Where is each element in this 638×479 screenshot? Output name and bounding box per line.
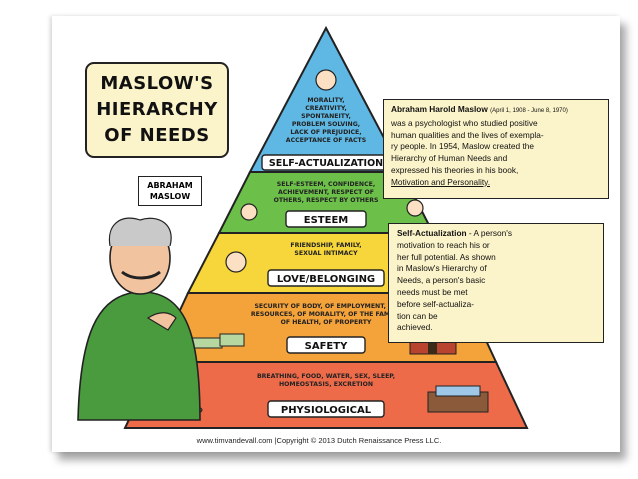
title-line: OF NEEDS xyxy=(104,123,209,149)
definition-box: Self-Actualization - A person's motivati… xyxy=(388,223,604,343)
name-tag-line: ABRAHAM xyxy=(139,180,201,191)
bio-dates: (April 1, 1908 - June 8, 1970) xyxy=(490,108,568,114)
tier-1-desc-line: SPONTANEITY, xyxy=(301,113,351,120)
bio-line: ry people. In 1954, Maslow created the xyxy=(391,141,601,153)
definition-line: achieved. xyxy=(397,322,595,334)
definition-line: in Maslow's Hierarchy of xyxy=(397,263,595,275)
tier-2-desc-line: ACHIEVEMENT, RESPECT OF xyxy=(278,189,374,196)
bio-line: expressed his theories in his book, xyxy=(391,165,601,177)
bio-line: Hierarchy of Human Needs and xyxy=(391,153,601,165)
tier-5-label: PHYSIOLOGICAL xyxy=(281,405,372,416)
copyright-footer: www.timvandevall.com |Copyright © 2013 D… xyxy=(0,436,638,445)
tier-4-label: SAFETY xyxy=(305,341,348,352)
tier-2-desc-line: SELF-ESTEEM, CONFIDENCE, xyxy=(277,181,375,188)
tier-1-desc-line: PROBLEM SOLVING, xyxy=(292,121,360,128)
award-kid-icon xyxy=(407,200,423,216)
tier-3-desc-line: SEXUAL INTIMACY xyxy=(294,250,358,257)
definition-line: - A person's xyxy=(469,228,512,238)
definition-line: motivation to reach his or xyxy=(397,240,595,252)
tier-3-label: LOVE/BELONGING xyxy=(277,274,375,285)
definition-line: her full potential. As shown xyxy=(397,252,595,264)
definition-line: before self-actualiza- xyxy=(397,299,595,311)
bio-line: was a psychologist who studied positive xyxy=(391,118,601,130)
tier-4-desc-line: SECURITY OF BODY, OF EMPLOYMENT, OF xyxy=(254,303,397,310)
bio-box: Abraham Harold Maslow (April 1, 1908 - J… xyxy=(383,99,609,199)
bed-icon xyxy=(428,386,488,412)
trophy-kid-icon xyxy=(241,204,257,220)
tier-4-desc-line: OF HEALTH, OF PROPERTY xyxy=(281,319,372,326)
title-line: HIERARCHY xyxy=(96,97,218,123)
tier-1-label: SELF-ACTUALIZATION xyxy=(269,158,383,169)
tier-4-desc-line: RESOURCES, OF MORALITY, OF THE FAMILY, xyxy=(251,311,401,318)
bio-line: human qualities and the lives of exempla… xyxy=(391,130,601,142)
name-tag: ABRAHAM MASLOW xyxy=(138,176,202,206)
hierarchy-title-box: MASLOW'S HIERARCHY OF NEEDS xyxy=(85,62,229,158)
definition-line: tion can be xyxy=(397,311,595,323)
tier-1-desc-line: MORALITY, xyxy=(307,97,344,104)
tier-5-desc-line: HOMEOSTASIS, EXCRETION xyxy=(279,381,373,388)
tier-5-desc-line: BREATHING, FOOD, WATER, SEX, SLEEP, xyxy=(257,373,395,380)
title-line: MASLOW'S xyxy=(100,71,213,97)
tier-3-desc-line: FRIENDSHIP, FAMILY, xyxy=(290,242,361,249)
tier-1-desc-line: ACCEPTANCE OF FACTS xyxy=(286,137,366,144)
definition-term: Self-Actualization xyxy=(397,228,467,238)
tier-1-desc-line: CREATIVITY, xyxy=(305,105,346,112)
name-tag-line: MASLOW xyxy=(139,191,201,202)
tier-2-desc-line: OTHERS, RESPECT BY OTHERS xyxy=(274,197,379,204)
tier-2-label: ESTEEM xyxy=(304,215,349,226)
tier-1-desc-line: LACK OF PREJUDICE, xyxy=(290,129,361,136)
definition-line: needs must be met xyxy=(397,287,595,299)
hugging-family-icon xyxy=(226,252,246,272)
definition-line: Needs, a person's basic xyxy=(397,275,595,287)
bio-book-title: Motivation and Personality. xyxy=(391,177,601,189)
bio-name: Abraham Harold Maslow xyxy=(391,104,488,114)
maslow-cartoon-illustration xyxy=(78,218,200,420)
thinking-face-icon xyxy=(316,70,336,90)
